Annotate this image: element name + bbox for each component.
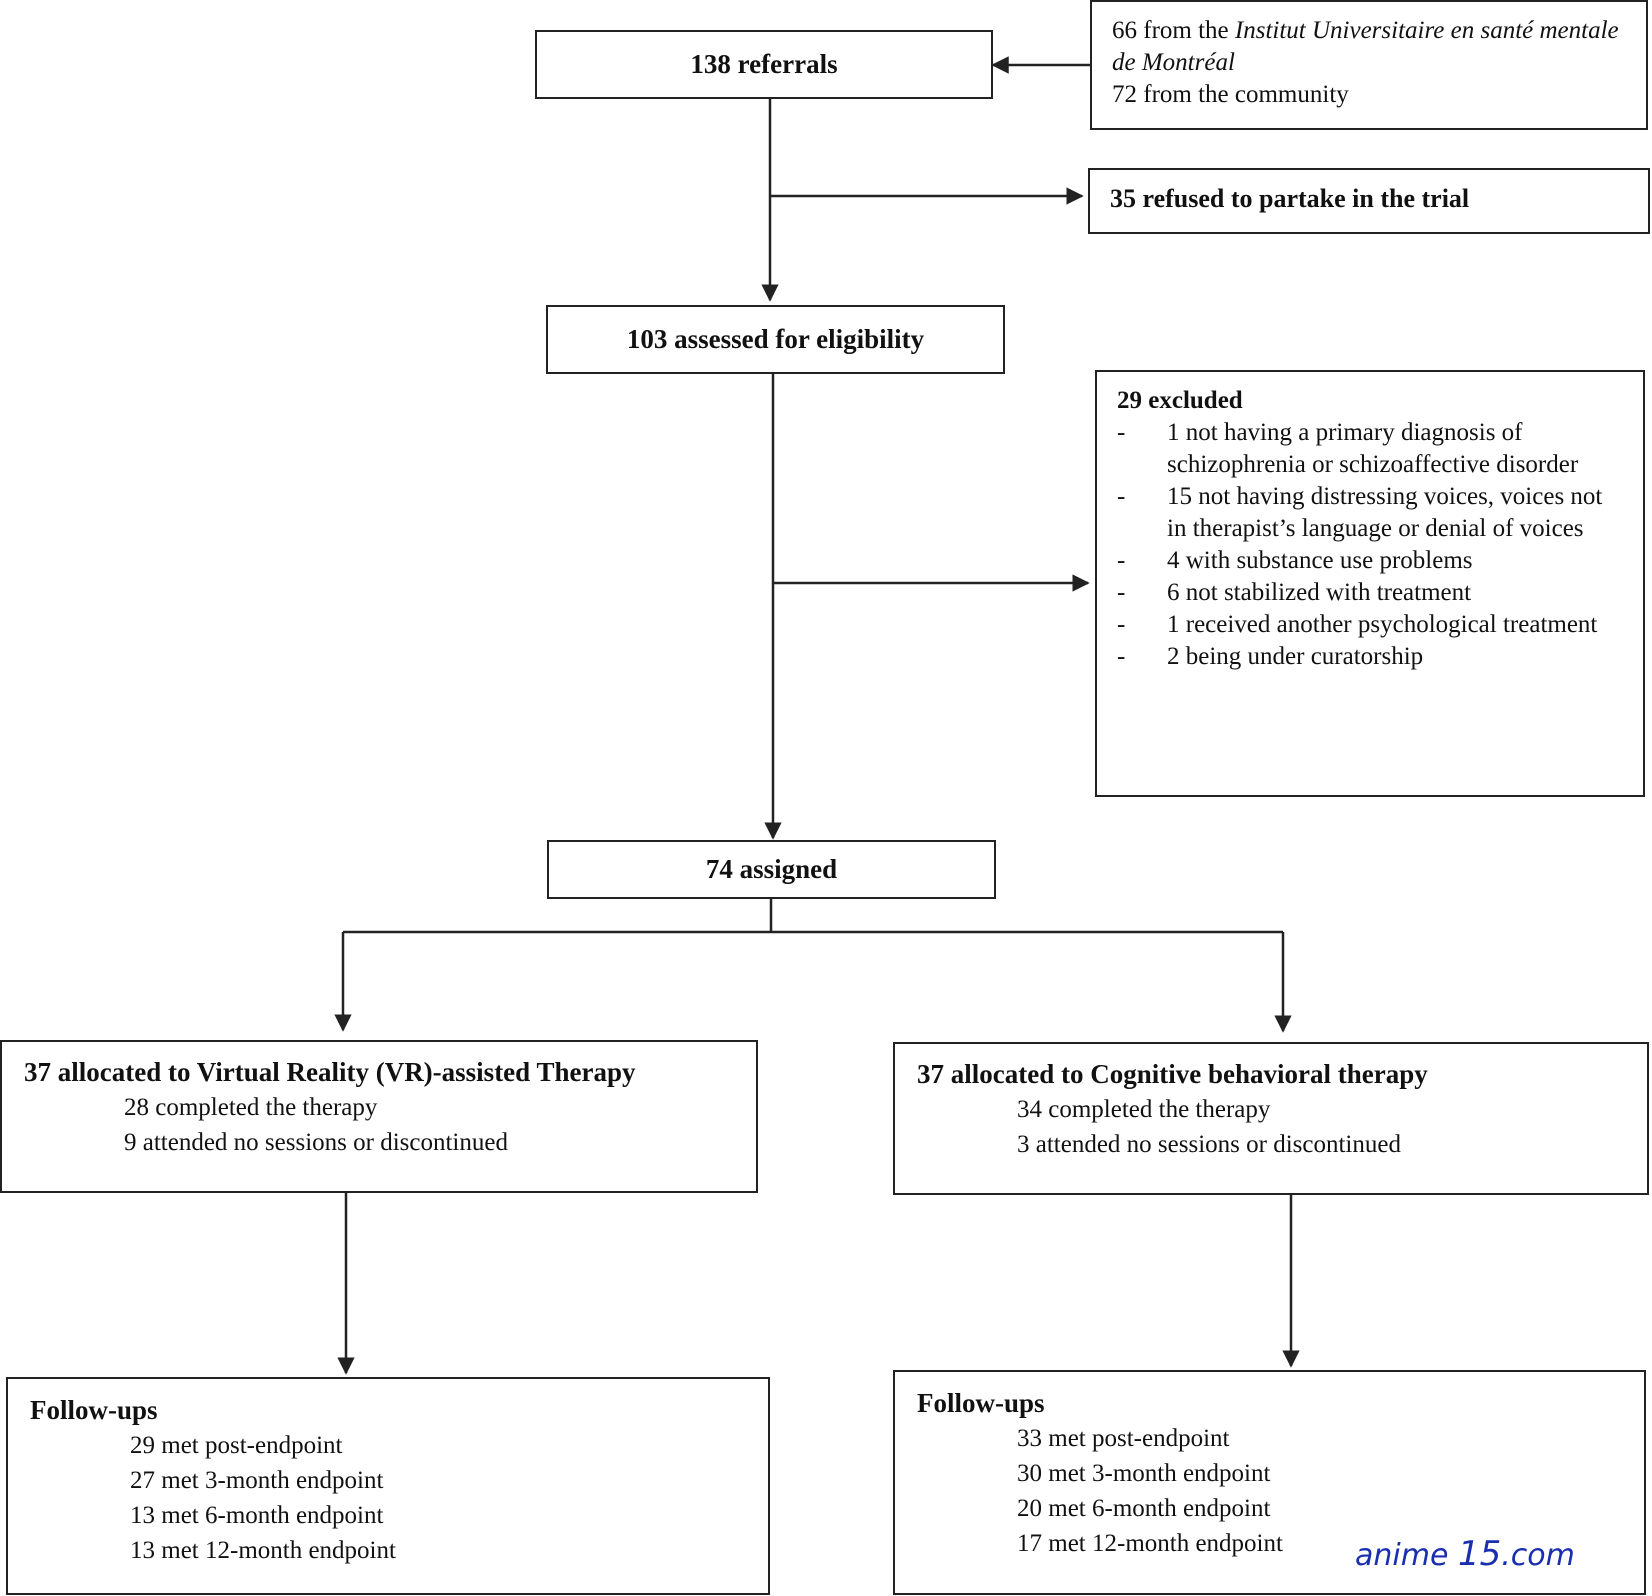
assigned-label: 74 assigned	[705, 854, 838, 884]
refused-box: 35 refused to partake in the trial	[1088, 168, 1650, 234]
cbt-arm-completed: 34 completed the therapy	[1017, 1096, 1271, 1123]
exclusion-reason: 1 not having a primary diagnosis of schi…	[1117, 417, 1623, 481]
exclusion-reason: 15 not having distressing voices, voices…	[1117, 481, 1623, 545]
cbt-arm-box: 37 allocated to Cognitive behavioral the…	[893, 1042, 1649, 1195]
vr-arm-completed: 28 completed the therapy	[124, 1094, 378, 1121]
vr-arm-discontinued: 9 attended no sessions or discontinued	[124, 1129, 508, 1156]
cbt-followup-item: 20 met 6-month endpoint	[1017, 1495, 1271, 1522]
vr-followups-box: Follow-ups 29 met post-endpoint 27 met 3…	[6, 1377, 770, 1595]
vr-followup-item: 29 met post-endpoint	[130, 1432, 343, 1459]
source-institut: 66 from the Institut Universitaire en sa…	[1112, 17, 1619, 76]
referrals-box: 138 referrals	[535, 30, 993, 99]
vr-followups-title: Follow-ups	[30, 1395, 158, 1425]
assigned-box: 74 assigned	[547, 840, 996, 899]
cbt-followup-item: 33 met post-endpoint	[1017, 1425, 1230, 1452]
cbt-arm-discontinued: 3 attended no sessions or discontinued	[1017, 1131, 1401, 1158]
cbt-arm-title: 37 allocated to Cognitive behavioral the…	[917, 1059, 1428, 1089]
watermark: anime 15.com	[1355, 1534, 1575, 1574]
excluded-box: 29 excluded 1 not having a primary diagn…	[1095, 370, 1645, 797]
assessed-box: 103 assessed for eligibility	[546, 305, 1005, 374]
cbt-followup-item: 30 met 3-month endpoint	[1017, 1460, 1271, 1487]
referrals-label: 138 referrals	[690, 49, 838, 79]
vr-followup-item: 13 met 6-month endpoint	[130, 1502, 384, 1529]
institut-name: Institut Universitaire en santé mentale …	[1112, 17, 1619, 76]
cbt-followups-box: Follow-ups 33 met post-endpoint 30 met 3…	[893, 1370, 1646, 1595]
assessed-label: 103 assessed for eligibility	[626, 324, 925, 354]
vr-followup-item: 13 met 12-month endpoint	[130, 1537, 396, 1564]
vr-arm-title: 37 allocated to Virtual Reality (VR)-ass…	[24, 1057, 636, 1087]
vr-arm-box: 37 allocated to Virtual Reality (VR)-ass…	[0, 1040, 758, 1193]
source-community: 72 from the community	[1112, 81, 1349, 108]
referral-sources-box: 66 from the Institut Universitaire en sa…	[1090, 0, 1648, 130]
cbt-followup-item: 17 met 12-month endpoint	[1017, 1530, 1283, 1557]
vr-followup-item: 27 met 3-month endpoint	[130, 1467, 384, 1494]
cbt-followups-title: Follow-ups	[917, 1388, 1045, 1418]
exclusion-reason: 4 with substance use problems	[1117, 545, 1623, 577]
exclusion-reason: 2 being under curatorship	[1117, 641, 1623, 673]
exclusion-reason: 1 received another psychological treatme…	[1117, 609, 1623, 641]
exclusion-reason: 6 not stabilized with treatment	[1117, 577, 1623, 609]
refused-label: 35 refused to partake in the trial	[1110, 184, 1470, 213]
excluded-title: 29 excluded	[1117, 387, 1243, 414]
exclusion-reasons-list: 1 not having a primary diagnosis of schi…	[1117, 417, 1623, 673]
